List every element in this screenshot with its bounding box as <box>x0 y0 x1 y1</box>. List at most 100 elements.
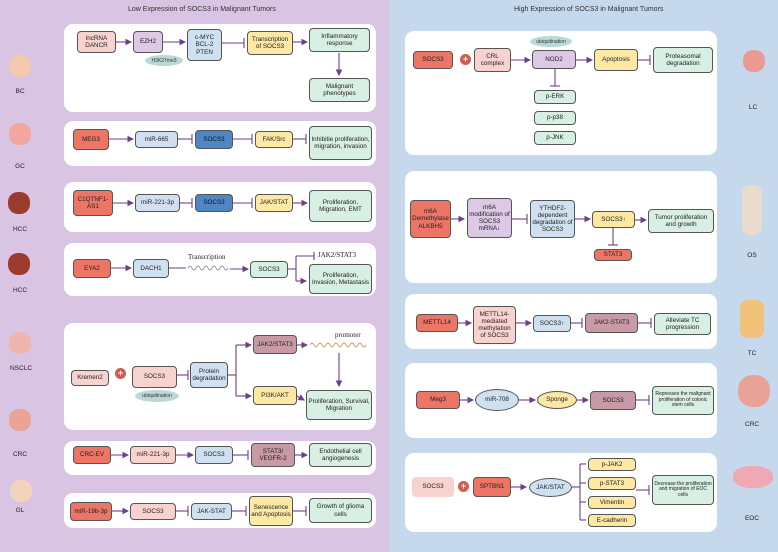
node-mir-221-3p-hcc: miR-221-3p <box>135 194 180 212</box>
node-kremen2: Kremen2 <box>71 370 109 386</box>
node-tumor-proliferation: Tumor proliferation and growth <box>648 209 714 233</box>
node-sponge: Sponge <box>537 391 577 409</box>
plus-icon: + <box>460 54 471 65</box>
node-ezh2: EZH2 <box>133 31 163 53</box>
ovary-icon <box>733 466 773 488</box>
node-mir-665: miR-665 <box>135 131 178 148</box>
organ-label-hcc-1: HCC <box>12 226 28 233</box>
node-senescence-apoptosis: Senescence and Apoptosis <box>249 496 293 526</box>
node-p-erk: p-ERK <box>534 90 576 104</box>
breast-icon <box>9 55 31 77</box>
node-mir-221-3p-crc: miR-221-3p <box>130 446 176 464</box>
node-socs3-hcc2: SOCS3 <box>250 261 288 278</box>
organ-label-os: OS <box>747 252 757 259</box>
node-jak2-stat3-nsclc: JAK2/STAT3 <box>253 335 297 354</box>
node-socs3-hcc: SOCS3 <box>195 194 233 212</box>
node-vimentin: Vimentin <box>588 496 636 509</box>
node-socs3-nsclc: SOCS3 <box>132 366 177 388</box>
colon-icon <box>738 375 770 407</box>
node-socs3-up-tc: SOCS3↑ <box>533 315 571 332</box>
node-stat3-vegfr2: STAT3/ VEGFR-2 <box>251 443 295 467</box>
node-endothelial-angiogenesis: Endothelial cell angiogenesis <box>309 443 372 467</box>
node-jak-stat-hcc: JAK/STAT <box>255 194 293 212</box>
node-e-cadherin: E-cadherin <box>588 514 636 527</box>
node-meg3-crc: Meg3 <box>416 391 460 409</box>
node-growth-glioma: Growth of glioma cells <box>309 498 372 523</box>
node-mettl14: METTL14 <box>416 314 458 332</box>
colon-icon <box>9 409 31 431</box>
organ-label-eoc: EOC <box>744 515 760 522</box>
node-p-jnk: p-JNK <box>534 131 576 145</box>
node-socs3-lc: SOCS3 <box>413 51 453 69</box>
thyroid-icon <box>740 300 764 338</box>
head-icon <box>10 480 32 502</box>
node-jak2-stat3-tc: JAK2-STAT3 <box>585 313 638 333</box>
liver-icon <box>8 253 30 275</box>
label-jak2-stat3: JAK2/STAT3 <box>318 251 356 259</box>
node-crc-ev: CRC-EV <box>73 446 111 464</box>
node-ythdf2-degradation: YTHDF2-dependent degradation of SOCS3 <box>530 200 575 238</box>
label-transcription: Transcription <box>188 253 226 261</box>
node-p-p38: p-p38 <box>534 111 576 125</box>
node-proliferation-survival: Proliferation, Survival, Migration <box>306 390 372 420</box>
node-stat3-os: STAT3 <box>594 249 632 261</box>
plus-icon: + <box>458 481 469 492</box>
cloud-ubiquitination: ubiquitination <box>135 390 179 402</box>
node-eya2: EYA2 <box>73 259 111 278</box>
node-inhibit-proliferation: Inhibitie proliferation, migration, inva… <box>309 126 372 160</box>
node-apoptosis-lc: Apoptosis <box>594 49 638 71</box>
organ-label-gl: GL <box>15 507 25 514</box>
node-jak-stat-gl: JAK-STAT <box>191 503 232 520</box>
cloud-h3k27me3: H3K27me3 <box>145 55 183 66</box>
left-panel-title: Low Expression of SOCS3 in Malignant Tum… <box>128 6 276 13</box>
lung-icon <box>9 332 31 354</box>
organ-label-crc-right: CRC <box>744 421 760 428</box>
node-socs3-crc-right: SOCS3 <box>590 391 636 410</box>
organ-label-lc: LC <box>748 104 758 111</box>
bone-icon <box>742 185 762 235</box>
node-sptbn1: SPTBN1 <box>473 477 511 497</box>
node-malignant-phenotypes: Malignant phenotypes <box>309 78 370 102</box>
organ-label-hcc-2: HCC <box>12 287 28 294</box>
lung-icon <box>743 50 765 72</box>
node-mir-19b-3p: miR-19b-3p <box>70 502 112 521</box>
node-socs3-gc: SOCS3 <box>195 130 233 149</box>
organ-label-gc: GC <box>15 163 25 170</box>
node-crl-complex: CRL complex <box>474 48 511 72</box>
node-dach1: DACH1 <box>133 259 169 278</box>
node-fak-src: FAK/Src <box>255 131 293 148</box>
node-cmyc-bcl2-pten: c-MYC BCL-2 PTEN <box>187 29 222 61</box>
node-proliferation-emt: Proliferation, Migration, EMT <box>309 190 372 222</box>
node-p-stat3: p-STAT3 <box>588 477 636 490</box>
organ-label-crc-left: CRC <box>12 451 28 458</box>
node-socs3-eoc: SOCS3 <box>412 477 454 497</box>
node-inflammatory-response: Inflammatory response <box>309 28 370 52</box>
node-p-jak2: p-JAK2 <box>588 458 636 471</box>
plus-icon: + <box>115 368 126 379</box>
node-socs3-gl: SOCS3 <box>130 503 176 520</box>
node-alleviate-tc: Alleviate TC progression <box>654 313 711 335</box>
node-socs3-up-os: SOCS3↑ <box>592 211 635 228</box>
cloud-ubiquitination-lc: ubiquitination <box>530 36 572 47</box>
node-lncrna-dancr: lncRNA DANCR <box>77 31 116 53</box>
stomach-icon <box>9 123 31 145</box>
node-m6a-alkbh5: m6A Demethylase ALKBH5 <box>410 200 451 238</box>
node-represses-proliferation: Represses the malignant proliferation of… <box>652 386 714 415</box>
node-m6a-modification: m6A modification of SOCS3 mRNA↓ <box>467 198 512 238</box>
organ-label-bc: BC <box>15 88 25 95</box>
node-mir-708: miR-708 <box>475 389 519 411</box>
right-panel-title: High Expression of SOCS3 in Malignant Tu… <box>514 6 664 13</box>
organ-label-nsclc: NSCLC <box>9 365 33 372</box>
node-c1qtnf1-as1: C1QTNF1-AS1 <box>73 190 113 216</box>
node-proliferation-metastasis: Proliferation, Invasion, Metastasis <box>309 264 372 294</box>
organ-label-tc: TC <box>747 350 757 357</box>
label-promoter: promoter <box>335 331 361 339</box>
node-socs3-crc: SOCS3 <box>195 446 233 464</box>
node-protein-degradation: Protein degradation <box>190 362 228 388</box>
node-pi3k-akt: PI3K/AKT <box>253 386 297 405</box>
node-transcription-socs3: Transcription of SOCS3 <box>247 31 293 55</box>
node-jak-stat-eoc: JAK/STAT <box>529 478 572 497</box>
node-proteasomal-degradation: Proteasomal degradation <box>653 47 713 73</box>
liver-icon <box>8 192 30 214</box>
node-decrease-proliferation: Decrease the proliferation and migration… <box>652 475 714 505</box>
